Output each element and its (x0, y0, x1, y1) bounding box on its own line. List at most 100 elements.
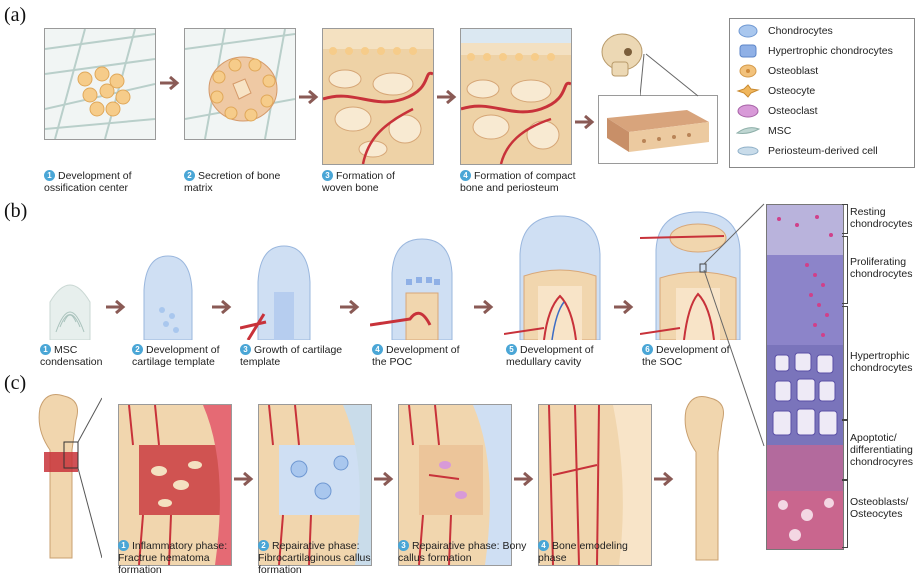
arrow-right-icon (234, 472, 254, 486)
osteocyte-icon (736, 84, 760, 98)
step-number-badge: 1 (40, 344, 51, 355)
cartilage-template-illustration (132, 250, 204, 340)
arrow-right-icon (474, 300, 494, 314)
legend-item: Osteoblast (736, 63, 818, 79)
step-a2-label: Secretion of bone matrix (184, 170, 280, 194)
legend-label: Osteocyte (768, 85, 815, 97)
compact-bone-illustration (460, 28, 572, 165)
msc-condensation-illustration (40, 272, 100, 340)
arrow-right-icon (160, 76, 180, 90)
woven-bone-art (323, 29, 433, 164)
osteoblast-icon (736, 64, 760, 78)
step-number-badge: 2 (258, 540, 269, 551)
step-b6-label: Development of the SOC (642, 344, 730, 368)
legend-label: MSC (768, 125, 791, 137)
arrow-right-icon (212, 300, 232, 314)
zone-label-proliferating: Proliferating chondrocytes (850, 256, 920, 280)
arrow-right-icon (437, 90, 457, 104)
step-number-badge: 4 (538, 540, 549, 551)
bone-block-illustration (598, 95, 718, 164)
bone-block-art (599, 96, 717, 163)
zone-bracket (842, 306, 848, 420)
periosteum-cell-icon (736, 144, 760, 158)
section-label-b: (b) (4, 200, 27, 223)
compact-bone-art (461, 29, 571, 164)
legend-label: Hypertrophic chondrocytes (768, 45, 893, 57)
zone-label-osteoblasts: Osteoblasts/ Osteocytes (850, 496, 920, 520)
legend-item: Chondrocytes (736, 23, 833, 39)
zone-bracket (842, 480, 848, 548)
step-number-badge: 3 (240, 344, 251, 355)
step-c4-label: Bone emodeling phase (538, 540, 628, 564)
msc-icon (736, 124, 760, 138)
legend-item: Osteoclast (736, 103, 818, 119)
step-b3-label: Growth of cartilage template (240, 344, 342, 368)
poc-illustration (370, 235, 460, 340)
cartilage-growth-illustration (240, 242, 320, 340)
step-number-badge: 6 (642, 344, 653, 355)
woven-bone-illustration (322, 28, 434, 165)
zone-label-hypertrophic: Hypertrophic chondrocytes (850, 350, 920, 374)
arrow-right-icon (654, 472, 674, 486)
step-b4-label: Development of the POC (372, 344, 460, 368)
arrow-right-icon (614, 300, 634, 314)
step-b2-label: Development of cartilage template (132, 344, 220, 368)
histology-art (767, 205, 843, 549)
ossification-center-art (45, 29, 155, 139)
arrow-right-icon (374, 472, 394, 486)
fractured-bone-illustration (22, 390, 102, 562)
step-b5-label: Development of medullary cavity (506, 344, 594, 368)
cell-legend: Chondrocytes Hypertrophic chondrocytes O… (729, 18, 915, 168)
step-number-badge: 1 (118, 540, 129, 551)
bone-matrix-illustration (184, 28, 296, 140)
legend-item: MSC (736, 123, 791, 139)
legend-label: Chondrocytes (768, 25, 833, 37)
step-number-badge: 2 (132, 344, 143, 355)
arrow-right-icon (340, 300, 360, 314)
arrow-right-icon (575, 115, 595, 129)
step-number-badge: 3 (398, 540, 409, 551)
arrow-right-icon (514, 472, 534, 486)
bone-matrix-art (185, 29, 295, 139)
step-number-badge: 2 (184, 170, 195, 181)
step-a3-label: Formation of woven bone (322, 170, 395, 194)
step-c3-label: Repairative phase: Bony callus formation (398, 540, 526, 564)
step-a1-label: Development of ossification center (44, 170, 132, 194)
section-label-a: (a) (4, 4, 26, 27)
step-c2-label: Repairative phase: Fibrocartilaginous ca… (258, 540, 371, 576)
legend-item: Osteocyte (736, 83, 815, 99)
legend-item: Periosteum-derived cell (736, 143, 878, 159)
step-a4-label: Formation of compact bone and periosteum (460, 170, 576, 194)
chondrocyte-icon (736, 24, 760, 38)
legend-label: Osteoblast (768, 65, 818, 77)
step-c1-label: Inflammatory phase: Fractrue hematoma fo… (118, 540, 227, 576)
step-number-badge: 3 (322, 170, 333, 181)
osteoclast-icon (736, 104, 760, 118)
step-number-badge: 4 (460, 170, 471, 181)
ossification-center-illustration (44, 28, 156, 140)
healed-bone-illustration (672, 392, 742, 564)
growth-plate-histology (766, 204, 844, 550)
zone-bracket (842, 204, 848, 234)
zone-bracket (842, 236, 848, 304)
step-number-badge: 5 (506, 344, 517, 355)
legend-item: Hypertrophic chondrocytes (736, 43, 893, 59)
step-a1-caption: 1Development of ossification center (44, 170, 164, 194)
arrow-right-icon (106, 300, 126, 314)
zone-label-apoptotic: Apoptotic/ differentiating chondrocyres (850, 432, 920, 468)
step-number-badge: 4 (372, 344, 383, 355)
legend-label: Osteoclast (768, 105, 818, 117)
hypertrophic-chondrocyte-icon (736, 44, 760, 58)
